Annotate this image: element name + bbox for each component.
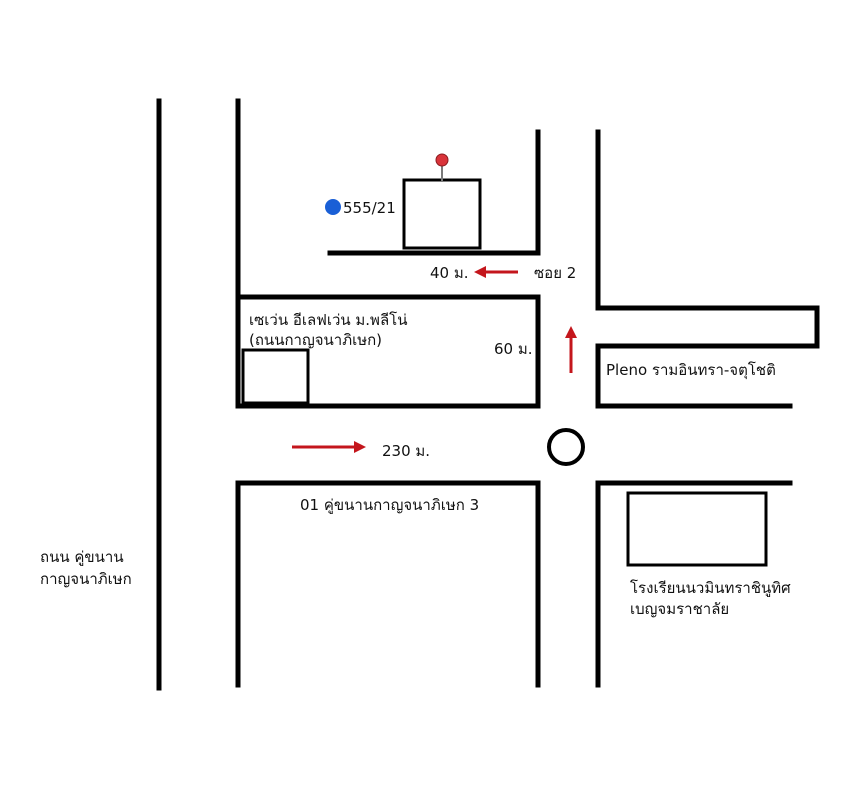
school-label-line1: โรงเรียนนวมินทราชินูทิศ: [630, 579, 791, 597]
house-number-label: 555/21: [343, 199, 396, 217]
distance-60-label: 60 ม.: [494, 340, 533, 358]
school-building: [626, 491, 768, 567]
arrowhead-left-icon: [474, 266, 486, 278]
map-pin-icon: [435, 153, 449, 167]
location-dot-icon: [325, 199, 341, 215]
roundabout-circle: [547, 428, 585, 466]
seven-eleven-label-line2: (ถนนกาญจนาภิเษก): [249, 331, 382, 349]
soi2-label: ซอย 2: [534, 264, 576, 282]
arrowhead-right-icon: [354, 441, 366, 453]
distance-40-label: 40 ม.: [430, 264, 469, 282]
pleno-label: Pleno รามอินทรา-จตุโชติ: [606, 361, 776, 380]
school-label-line2: เบญจมราชาลัย: [630, 600, 729, 618]
distance-230-label: 230 ม.: [382, 442, 430, 460]
house-building: [402, 178, 482, 250]
seven-eleven-label-line1: เซเว่น อีเลฟเว่น ม.พลีโน่: [249, 311, 407, 329]
arrowhead-up-icon: [565, 326, 577, 338]
seven-eleven-building: [241, 348, 310, 405]
main-road-label-line2: กาญจนาภิเษก: [40, 570, 132, 588]
soi1-label: 01 คู่ขนานกาญจนาภิเษก 3: [300, 496, 479, 514]
main-road-label-line1: ถนน คู่ขนาน: [40, 548, 124, 566]
